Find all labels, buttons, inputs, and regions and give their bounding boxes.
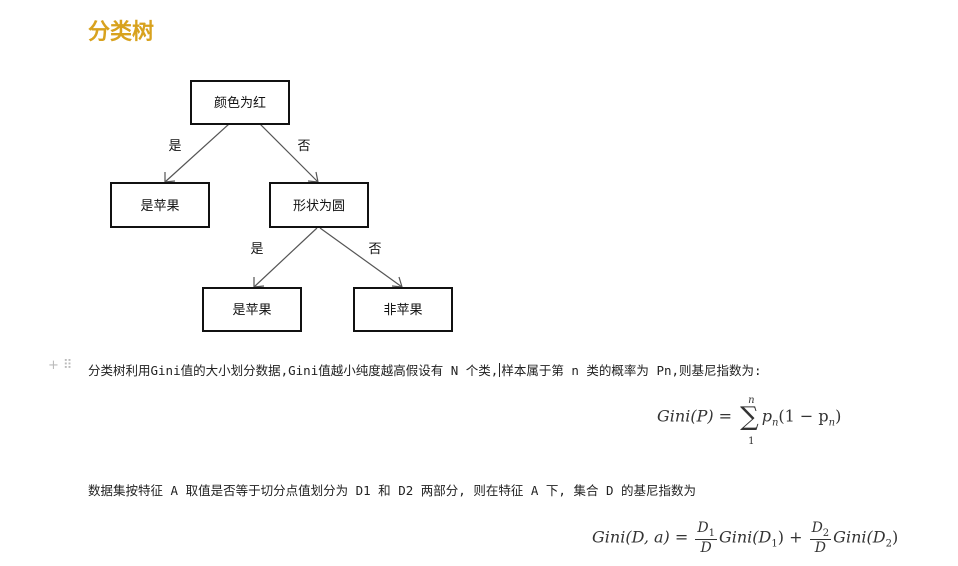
formula-term1: Gini(D [718, 527, 772, 547]
edge-root-right [259, 123, 319, 183]
edge-root-left [164, 123, 230, 183]
frac2-numerator: D [811, 520, 823, 536]
node-apple-leaf-label: 是苹果 [232, 303, 271, 318]
paragraph-gini-intro-text-b: 样本属于第 n 类的概率为 Pn,则基尼指数为: [501, 363, 762, 378]
formula-gini-p-term-sub: n [771, 417, 779, 429]
paragraph-gini-intro-text-a: 分类树利用Gini值的大小划分数据,Gini值越小纯度越高假设有 N 个类, [88, 363, 499, 378]
formula-term1-close: ) + [777, 527, 808, 547]
text-cursor [499, 363, 501, 377]
frac2-numerator-sub: 2 [822, 527, 830, 539]
node-left-leaf [110, 182, 210, 228]
node-root [190, 80, 290, 125]
formula-term2-close: ) [891, 527, 899, 547]
edge-label-shape-yes: 是 [250, 242, 263, 257]
sum-upper-limit: n [748, 395, 755, 406]
node-not-apple-leaf [353, 287, 453, 332]
node-apple-leaf [202, 287, 302, 332]
page-title: 分类树 [88, 19, 155, 45]
frac1-denominator: D [700, 539, 712, 556]
formula-term2-sub: 2 [885, 538, 892, 550]
sum-lower-limit: 1 [748, 436, 755, 447]
formula-gini-p-close: ) [835, 406, 842, 426]
block-toolbar: +⠿ [48, 358, 76, 373]
node-root-label: 颜色为红 [214, 95, 266, 111]
edge-label-root-yes: 是 [168, 139, 181, 154]
formula-gini-p-tail: (1 − p [778, 406, 829, 426]
paragraph-gini-intro[interactable]: 分类树利用Gini值的大小划分数据,Gini值越小纯度越高假设有 N 个类,样本… [88, 360, 762, 379]
edge-shape-right [319, 227, 403, 288]
frac2-denominator: D [814, 539, 826, 556]
formula-gini-p-term: p [761, 406, 772, 426]
formula-gini-p-lhs: Gini(P) = [657, 406, 738, 426]
edge-shape-left [253, 227, 318, 288]
formula-gini-p-tail-sub: n [828, 417, 836, 429]
formula-gini-da-lhs: Gini(D, a) = [592, 527, 694, 547]
edge-label-shape-no: 否 [368, 242, 381, 257]
plus-icon[interactable]: + [48, 358, 63, 373]
frac1-numerator: D [697, 520, 709, 536]
formula-term2: Gini(D [833, 527, 886, 547]
frac1-numerator-sub: 1 [708, 527, 715, 539]
node-not-apple-leaf-label: 非苹果 [383, 303, 422, 318]
node-shape [269, 182, 369, 228]
node-shape-label: 形状为圆 [293, 199, 345, 214]
node-left-leaf-label: 是苹果 [140, 199, 179, 214]
paragraph-split[interactable]: 数据集按特征 A 取值是否等于切分点值划分为 D1 和 D2 两部分, 则在特征… [88, 483, 697, 498]
drag-handle-icon[interactable]: ⠿ [62, 358, 77, 373]
edge-label-root-no: 否 [297, 139, 310, 154]
formula-term1-sub: 1 [771, 538, 778, 550]
classification-tree-diagram: 颜色为红 是苹果 形状为圆 是苹果 非苹果 是 否 是 否 [110, 80, 453, 332]
